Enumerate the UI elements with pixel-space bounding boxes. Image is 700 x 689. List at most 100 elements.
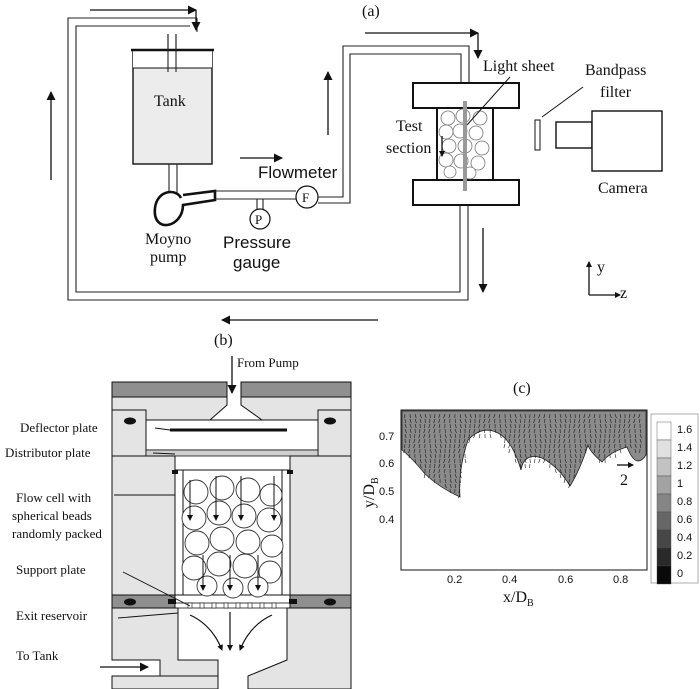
velocity-vector (519, 443, 521, 449)
velocity-vector (499, 433, 502, 439)
velocity-vector (489, 433, 492, 439)
velocity-vector (428, 433, 431, 439)
colorbar-swatch (656, 529, 672, 549)
velocity-vector (428, 468, 431, 474)
velocity-vector (543, 453, 546, 459)
velocity-vector (409, 418, 412, 424)
velocity-vector (428, 473, 431, 479)
velocity-vector (553, 453, 556, 459)
velocity-vector (628, 423, 631, 429)
velocity-vector (414, 413, 417, 419)
velocity-vector (598, 458, 601, 464)
velocity-vector (463, 448, 466, 454)
velocity-vector (534, 428, 536, 434)
velocity-vector (463, 433, 466, 439)
x-axis-label-sub: B (527, 598, 534, 609)
velocity-vector (449, 438, 452, 444)
velocity-vector (493, 413, 496, 419)
velocity-vector (603, 448, 606, 454)
velocity-vector (504, 418, 507, 424)
velocity-vector (463, 438, 466, 444)
velocity-vector (619, 413, 622, 419)
velocity-vector (434, 453, 437, 459)
velocity-vector (593, 413, 596, 419)
velocity-vector (574, 443, 577, 449)
velocity-vector (524, 448, 527, 454)
velocity-vector (459, 413, 462, 419)
velocity-vector (439, 448, 442, 454)
velocity-vector (499, 428, 502, 434)
velocity-vector (443, 463, 446, 469)
velocity-vector (454, 478, 457, 484)
velocity-vector (434, 448, 437, 454)
velocity-vector (433, 423, 436, 429)
velocity-vector (514, 423, 516, 429)
velocity-vector (429, 453, 432, 459)
velocity-vector (459, 428, 462, 434)
velocity-vector (453, 448, 456, 454)
velocity-vector (523, 423, 526, 429)
velocity-vector (443, 418, 446, 424)
velocity-vector (478, 428, 481, 434)
velocity-vector (519, 413, 522, 419)
velocity-vector (564, 458, 567, 464)
panel-a-label: (a) (362, 3, 380, 20)
velocity-vector (563, 438, 566, 444)
y-tick-label: 0.7 (379, 431, 394, 443)
pressure-gauge: P Pressure gauge (223, 208, 291, 272)
velocity-vector (553, 448, 556, 454)
velocity-vector (574, 458, 577, 464)
velocity-vector (628, 413, 631, 419)
velocity-vector (608, 433, 611, 439)
velocity-vector (544, 448, 546, 454)
velocity-vector (633, 413, 636, 419)
velocity-vector (528, 423, 531, 429)
velocity-vector (538, 418, 541, 424)
velocity-vector (474, 413, 477, 419)
velocity-vector (408, 448, 411, 454)
velocity-vector (444, 483, 447, 489)
velocity-vector (468, 433, 471, 439)
velocity-vector (488, 413, 491, 419)
velocity-vector (424, 413, 427, 419)
velocity-vector (458, 488, 461, 494)
velocity-vector (639, 428, 642, 434)
velocity-vector (558, 443, 561, 449)
velocity-vector (404, 443, 406, 449)
velocity-vector (554, 428, 557, 434)
velocity-vector (469, 418, 472, 424)
velocity-vector (433, 463, 436, 469)
x-axis-label-main: x/D (503, 589, 527, 606)
velocity-vector (524, 458, 527, 464)
velocity-vector (633, 418, 636, 424)
velocity-vector (438, 458, 441, 464)
velocity-vector (568, 473, 571, 479)
velocity-vector (549, 423, 552, 429)
velocity-vector (454, 483, 456, 489)
velocity-vector (534, 438, 537, 444)
velocity-vector (538, 458, 541, 464)
velocity-vector (533, 418, 536, 424)
velocity-vector (449, 428, 452, 434)
velocity-vector (543, 413, 546, 419)
velocity-vector (589, 428, 592, 434)
velocity-vector (559, 413, 562, 419)
velocity-vector (498, 413, 501, 419)
velocity-vector (483, 418, 486, 424)
velocity-vector (603, 443, 606, 449)
velocity-vector (508, 448, 511, 454)
velocity-vector (564, 413, 567, 419)
velocity-vector (608, 448, 611, 454)
velocity-vector (449, 433, 452, 439)
velocity-vector (623, 433, 626, 439)
velocity-vector (544, 438, 547, 444)
colorbar-swatch (656, 475, 672, 495)
bandpass-label-1: Bandpass (585, 62, 646, 79)
velocity-vector (434, 413, 436, 419)
velocity-vector (468, 438, 471, 444)
velocity-vector (519, 418, 521, 424)
velocity-vector (629, 443, 632, 449)
velocity-vector (574, 448, 577, 454)
velocity-vector (549, 413, 551, 419)
velocity-vector (483, 428, 486, 434)
